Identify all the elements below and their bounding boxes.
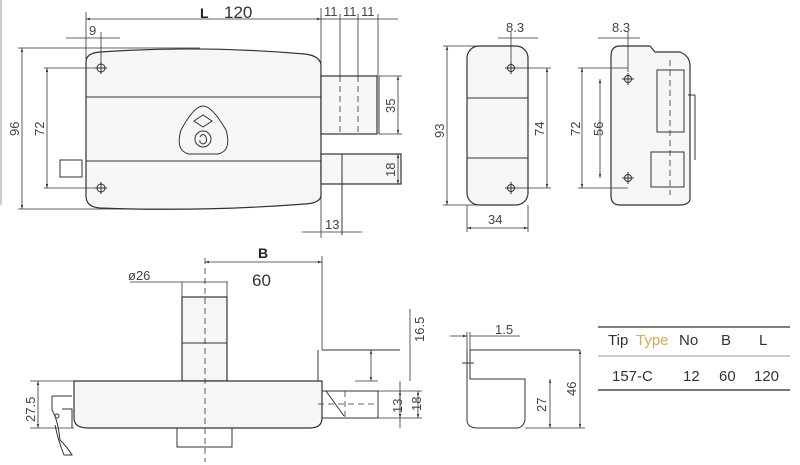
dim-56: 56 bbox=[591, 122, 606, 136]
mounting-hole-icon bbox=[622, 172, 634, 184]
dim-9: 9 bbox=[89, 23, 96, 38]
dim-diameter-26: ø26 bbox=[128, 268, 150, 283]
latch-bolt bbox=[320, 153, 402, 185]
side-body bbox=[466, 45, 529, 206]
front-view: L 120 11 11 11 9 96 72 35 18 13 bbox=[7, 3, 402, 238]
dim-8-3: 8.3 bbox=[506, 20, 524, 35]
dim-13: 13 bbox=[325, 217, 339, 232]
spec-table: Tip Type No B L 157-C 12 60 120 bbox=[598, 326, 790, 391]
dim-34: 34 bbox=[488, 212, 502, 227]
dim-96: 96 bbox=[7, 122, 22, 136]
dim-46: 46 bbox=[564, 382, 579, 396]
latch-tab bbox=[59, 159, 83, 178]
table-header-no: No bbox=[679, 332, 698, 349]
dim-74: 74 bbox=[532, 122, 547, 136]
dim-B-label: B bbox=[258, 245, 268, 261]
dim-8-3-strike: 8.3 bbox=[612, 20, 630, 35]
strike-side-view: 1.5 27 46 bbox=[450, 322, 585, 429]
dim-93: 93 bbox=[432, 124, 447, 138]
dim-35: 35 bbox=[383, 99, 398, 113]
dim-27-5: 27.5 bbox=[23, 397, 38, 422]
dim-11a: 11 bbox=[324, 4, 338, 19]
dim-11c: 11 bbox=[361, 4, 375, 19]
table-header-b: B bbox=[721, 332, 731, 349]
dim-18: 18 bbox=[383, 163, 398, 177]
dim-1-5: 1.5 bbox=[495, 322, 513, 337]
table-cell-tip-type: 157-C bbox=[612, 368, 653, 385]
table-cell-b: 60 bbox=[719, 368, 736, 385]
dim-72-strike: 72 bbox=[568, 122, 583, 136]
dim-18-bottom: 18 bbox=[409, 397, 424, 411]
table-cell-no: 12 bbox=[683, 368, 700, 385]
dim-13-bottom: 13 bbox=[390, 399, 405, 413]
bottom-body bbox=[73, 380, 323, 429]
strike-profile bbox=[466, 349, 580, 429]
cylinder bbox=[181, 296, 228, 382]
table-header-type: Type bbox=[636, 332, 669, 349]
lock-body bbox=[85, 48, 322, 210]
bottom-view: B 60 ø26 16.5 13 18 27.5 bbox=[23, 245, 427, 462]
table-cell-l: 120 bbox=[754, 368, 779, 385]
dim-16-5: 16.5 bbox=[412, 317, 427, 342]
dim-L-label: L bbox=[200, 5, 209, 21]
latch-hook bbox=[51, 395, 73, 456]
table-header-tip: Tip bbox=[608, 332, 628, 349]
table-header-l: L bbox=[759, 332, 767, 349]
dim-27: 27 bbox=[534, 398, 549, 412]
dim-72: 72 bbox=[32, 122, 47, 136]
dim-L-value: 120 bbox=[224, 3, 252, 22]
dead-bolt bbox=[320, 75, 378, 135]
dim-B-value: 60 bbox=[252, 271, 271, 290]
dim-11b: 11 bbox=[343, 4, 357, 19]
strike-plate-view: 8.3 72 56 bbox=[568, 20, 696, 206]
mounting-hole-icon bbox=[622, 73, 634, 85]
side-view: 8.3 93 74 34 bbox=[432, 20, 551, 232]
cylinder-escutcheon-icon bbox=[178, 105, 229, 155]
